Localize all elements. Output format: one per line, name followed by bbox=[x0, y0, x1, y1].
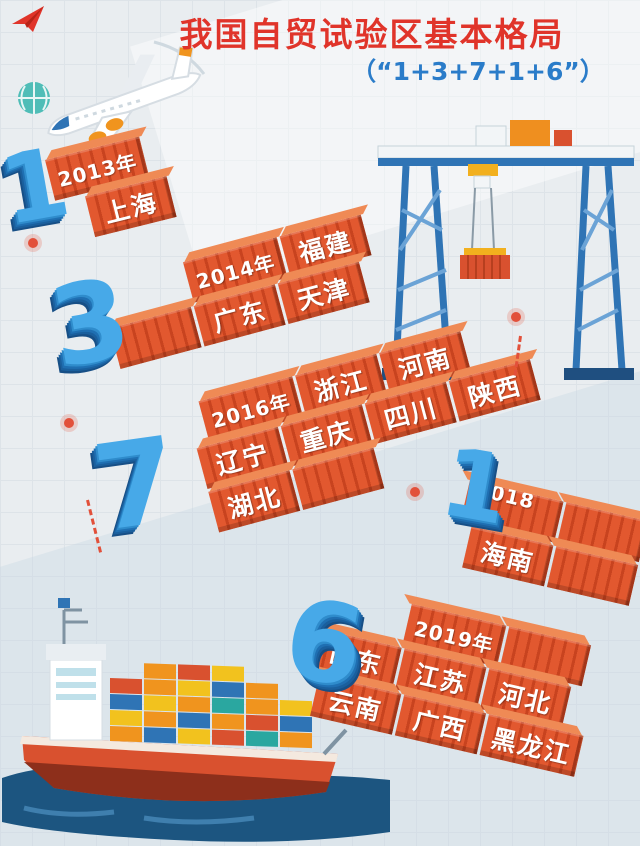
ship-bridge bbox=[46, 598, 106, 741]
page-title: 我国自贸试验区基本格局 bbox=[179, 15, 565, 54]
hanging-container bbox=[460, 248, 510, 279]
province-container: 广东 bbox=[193, 284, 286, 347]
ship-containers bbox=[110, 663, 312, 749]
province-container: 上海 bbox=[84, 176, 177, 238]
connector-dot bbox=[511, 312, 521, 322]
globe-icon bbox=[18, 82, 50, 114]
connector-dot bbox=[410, 487, 420, 497]
connector-dot bbox=[64, 418, 74, 428]
container-ship-icon bbox=[2, 598, 390, 842]
page-subtitle: （“1+3+7+1+6”） bbox=[351, 57, 605, 86]
group-number-2016: 7 bbox=[85, 409, 187, 559]
province-container: 天津 bbox=[277, 261, 370, 325]
ftz-wall-2014: 2014年 福建 广东 天津 bbox=[98, 214, 386, 370]
connector-dot bbox=[28, 238, 38, 248]
paper-plane-icon bbox=[12, 6, 44, 32]
